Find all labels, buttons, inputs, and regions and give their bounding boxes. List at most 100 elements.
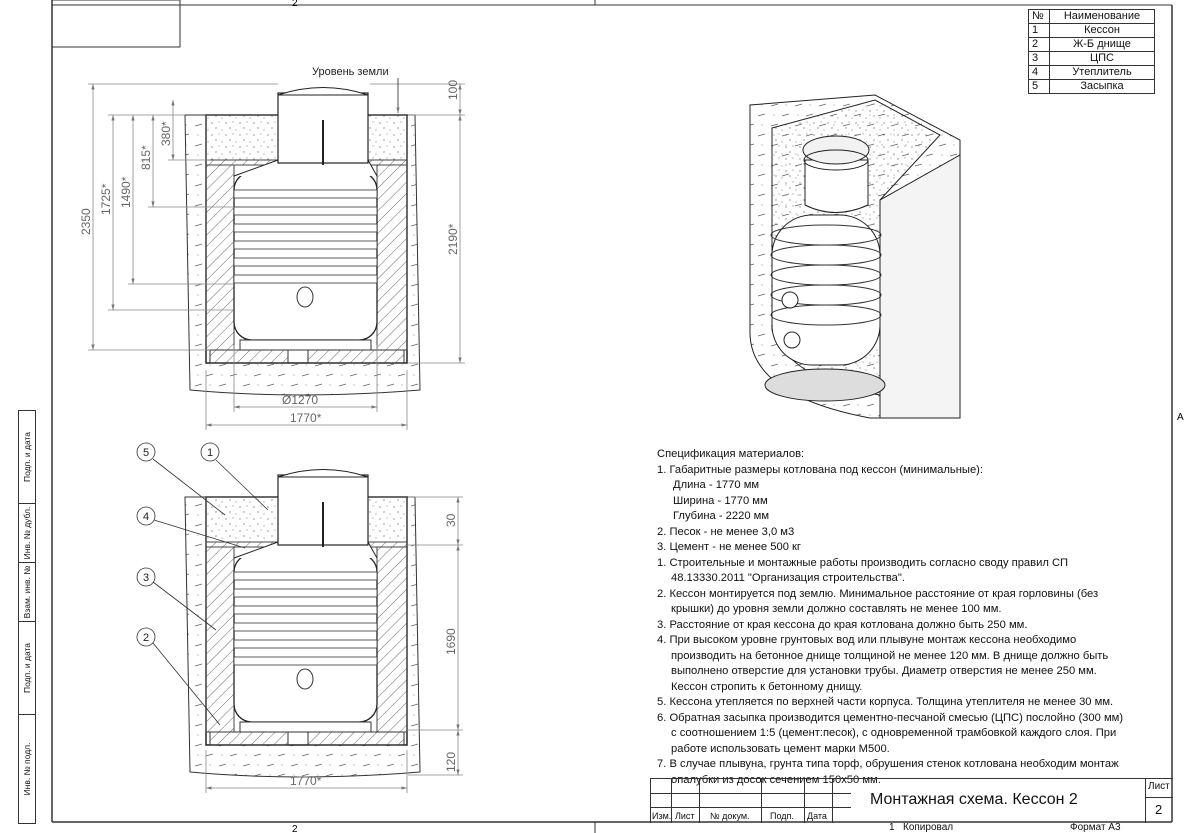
caisson-hatch <box>296 668 314 690</box>
dim-1770-bottom: 1770* <box>290 774 322 788</box>
spec-item-1: 1. Габаритные размеры котлована под кесс… <box>657 463 984 476</box>
row-num: 4 <box>1028 65 1050 80</box>
top-dimensions <box>88 78 465 430</box>
row-name: ЦПС <box>1049 51 1155 66</box>
callout-1 <box>200 442 220 462</box>
callout-label-4: 4 <box>143 511 149 523</box>
caisson-rib <box>233 639 378 649</box>
caisson-hatch <box>296 286 314 308</box>
col-izm: Изм. <box>652 811 672 821</box>
concrete-slab <box>209 349 289 364</box>
bottom-dimension-labels: 30 1690 120 1770* <box>290 513 458 788</box>
spec-depth: Глубина - 2220 мм <box>673 510 770 522</box>
caisson-rib <box>233 206 378 216</box>
spec-width: Ширина - 1770 мм <box>673 494 768 507</box>
row-name: Засыпка <box>1049 79 1155 94</box>
note-line: работе использовать цемент марки М500. <box>671 742 890 755</box>
caisson-base <box>239 721 372 733</box>
callout-label-2: 2 <box>143 632 149 644</box>
stamp-label: Инв. № подл. <box>22 742 32 796</box>
callout-5 <box>136 442 156 462</box>
row-num: 2 <box>1028 37 1050 52</box>
dim-diameter-1270: Ø1270 <box>282 393 318 407</box>
note-line: с соотношением 1:5 (цемент:песок), с одн… <box>671 727 1117 739</box>
cps-wall-right <box>376 546 408 733</box>
concrete-slab <box>307 731 405 746</box>
ground-level-label: Уровень земли <box>312 66 389 78</box>
stamp-label: Взам. инв. № <box>22 565 32 619</box>
caisson-base <box>239 339 372 351</box>
stamp-dup-inv: Инв. № дубл. <box>18 503 36 563</box>
stamp-label: Подп. и дата <box>22 642 32 694</box>
row-name: Кессон <box>1049 23 1155 38</box>
zone-marker-top: 2 <box>292 0 298 9</box>
dim-1725: 1725* <box>99 183 113 215</box>
dim-1770: 1770* <box>290 411 322 425</box>
installation-notes: 1. Строительные и монтажные работы произ… <box>657 556 1167 789</box>
stamp-orig-inv: Инв. № подл. <box>18 714 36 824</box>
caisson-rib <box>233 257 378 267</box>
callout-label-5: 5 <box>143 447 149 459</box>
note-line: опалубки из досок сечением 150х50 мм. <box>671 773 881 786</box>
bottom-section-view <box>184 469 421 778</box>
drawing-title: Монтажная схема. Кессон 2 <box>870 791 1078 808</box>
stamp-sign-date: Подп. и дата <box>18 410 36 504</box>
caisson-rib <box>233 571 378 581</box>
note-line: крышки) до уровня земли должно составлят… <box>671 603 1002 615</box>
bottom-dimensions <box>205 496 463 793</box>
sheet-frame <box>51 0 1173 833</box>
callout-2 <box>136 627 156 647</box>
copied-label: Копировал <box>903 822 954 833</box>
zone-marker-right: A <box>1177 412 1184 423</box>
stamp-sign-date-2: Подп. и дата <box>18 621 36 715</box>
caisson-rib <box>233 274 378 284</box>
concrete-slab <box>307 349 405 364</box>
spec-title: Спецификация материалов: <box>657 448 805 460</box>
dim-1490: 1490* <box>119 176 133 208</box>
dim-380: 380* <box>159 121 173 146</box>
header-name: Наименование <box>1049 9 1155 24</box>
caisson-rib <box>233 588 378 598</box>
callouts <box>136 442 269 726</box>
concrete-slab <box>209 731 289 746</box>
caisson-rib <box>233 189 378 199</box>
callout-label-3: 3 <box>143 572 149 584</box>
note-line: 48.13330.2011 "Организация строительства… <box>671 572 905 584</box>
callout-4 <box>136 506 156 526</box>
header-num: № <box>1028 9 1050 24</box>
note-line: Кессон стропить к бетонному днищу. <box>671 680 863 693</box>
dim-2190: 2190* <box>446 223 460 255</box>
top-section-view <box>184 87 421 396</box>
dim-815: 815* <box>139 145 153 170</box>
spec-length: Длина - 1770 мм <box>673 479 760 491</box>
row-name: Утеплитель <box>1049 65 1155 80</box>
caisson-rib <box>233 622 378 632</box>
caisson-lid <box>277 469 369 478</box>
cps-wall-right <box>376 164 408 351</box>
spec-item-3: 3. Цемент - не менее 500 кг <box>657 541 801 553</box>
materials-spec: Спецификация материалов: 1. Габаритные р… <box>657 447 1167 788</box>
caisson-rib <box>233 656 378 666</box>
col-date: Дата <box>807 811 827 821</box>
cps-wall-left <box>205 546 235 733</box>
spec-item-2: 2. Песок - не менее 3,0 м3 <box>657 525 795 538</box>
dim-2350: 2350 <box>79 208 93 235</box>
caisson-lid <box>277 87 369 96</box>
title-block: Изм. Лист № докум. Подп. Дата <box>650 778 1173 823</box>
dim-100: 100 <box>446 80 460 100</box>
note-line: 7. В случае плывуна, грунта типа торф, о… <box>657 758 1119 770</box>
callout-label-1: 1 <box>207 447 213 459</box>
dim-30: 30 <box>444 513 458 527</box>
row-num: 5 <box>1028 79 1050 94</box>
caisson-rib <box>233 605 378 615</box>
copied-number: 1 <box>889 822 895 833</box>
format-label: Формат А3 <box>1070 822 1121 833</box>
stamp-label: Инв. № дубл. <box>22 506 32 560</box>
dim-120: 120 <box>444 752 458 772</box>
